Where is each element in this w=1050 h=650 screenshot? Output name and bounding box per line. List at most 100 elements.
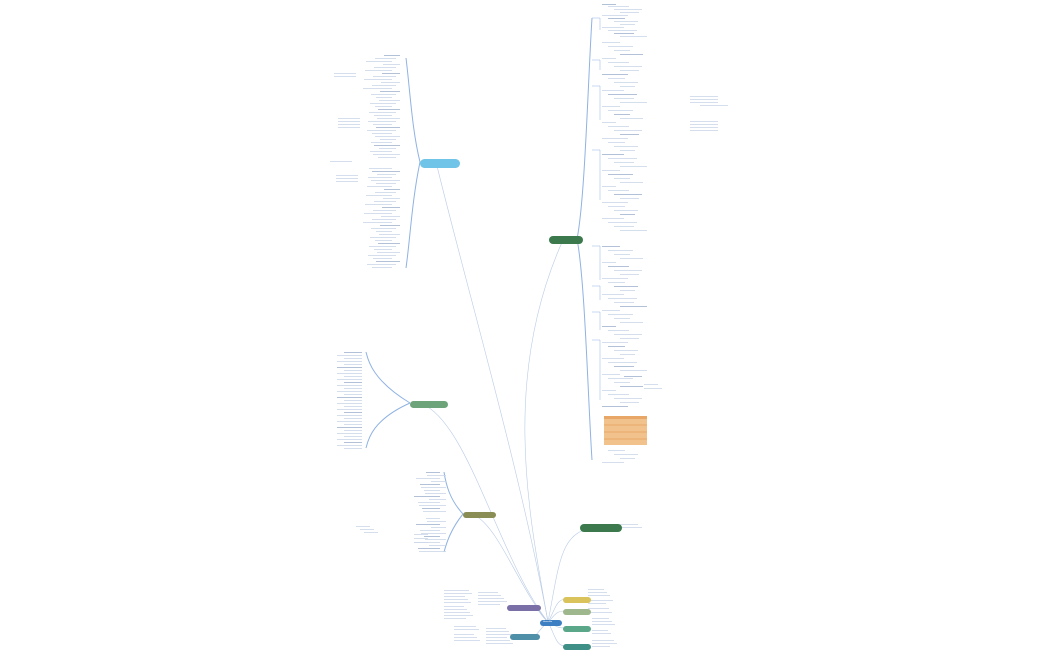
olive-upper-spine <box>443 471 464 515</box>
top-left-leaf-line <box>373 210 396 211</box>
branch-node-purple[interactable] <box>507 605 541 611</box>
mid-left-leaf-line <box>337 379 362 380</box>
top-left-leaf-line <box>364 213 392 214</box>
branch-node-olive[interactable] <box>463 512 496 518</box>
top-right-leaf-line <box>614 334 642 335</box>
orange-summary-table <box>604 416 647 445</box>
top-left-leaf-line <box>365 204 392 205</box>
branch-node-top-right[interactable] <box>549 236 583 244</box>
branch-spines <box>365 17 601 553</box>
top-right-leaf-line <box>620 290 635 291</box>
top-right-sub-spine <box>592 339 601 400</box>
purple-leaf-line <box>444 612 470 613</box>
olive-leaf-line <box>429 499 446 500</box>
top-left-leaf-line <box>363 88 392 89</box>
olive-lower-spine <box>443 513 464 553</box>
branch-node-teal[interactable] <box>563 644 591 650</box>
branch-node-green-long[interactable] <box>580 524 622 532</box>
mid-left-leaf-line <box>344 370 362 371</box>
top-left-leaf-line <box>374 115 392 116</box>
top-right-leaf-line <box>608 94 637 95</box>
top-left-leaf-line <box>384 55 400 56</box>
olive-leaf-line <box>426 472 440 473</box>
top-right-leaf-line <box>614 318 630 319</box>
top-right-leaf-line <box>620 274 639 275</box>
top-left-leaf-line <box>377 174 396 175</box>
top-left-leaf-line <box>369 112 396 113</box>
top-right-leaf-line <box>608 6 629 7</box>
branch-node-mid-left[interactable] <box>410 401 448 408</box>
branch-node-sea[interactable] <box>563 626 591 632</box>
top-left-leaf-line <box>379 148 396 149</box>
olive-leaf-line <box>416 524 440 525</box>
top-right-leaf-line <box>602 390 616 391</box>
mid-left-leaf-line <box>344 436 362 437</box>
top-left-leaf-line <box>372 267 392 268</box>
mid-left-leaf-line <box>337 385 362 386</box>
mid-left-leaf-line <box>344 418 362 419</box>
top-left-leaf-line <box>376 231 392 232</box>
purple-leaf-line <box>478 598 504 599</box>
top-left-leaf-line <box>366 61 392 62</box>
right-small-leaf-line <box>588 603 606 604</box>
mid-left-leaf-line <box>337 397 362 398</box>
top-left-leaf-line <box>375 58 396 59</box>
table-row-stripe <box>604 424 647 426</box>
branch-node-yellow[interactable] <box>563 597 591 603</box>
steel-leaf-line <box>486 643 513 644</box>
olive-leaf-line <box>424 536 440 537</box>
mid-left-leaf-line <box>344 358 362 359</box>
leaf-text-lines <box>330 4 728 647</box>
top-left-leaf-line <box>375 136 400 137</box>
right-small-leaf-line <box>592 640 614 641</box>
top-left-far-leaf-line <box>334 76 356 77</box>
purple-leaf-line <box>444 599 468 600</box>
top-left-leaf-line <box>374 249 392 250</box>
purple-leaf-line <box>444 609 467 610</box>
top-right-leaf-line <box>614 210 638 211</box>
olive-leaf-line <box>425 539 446 540</box>
top-left-leaf-line <box>377 252 400 253</box>
top-left-leaf-line <box>368 177 392 178</box>
steel-leaf-line <box>454 629 479 630</box>
olive-leaf-line <box>427 521 446 522</box>
branch-node-top-left[interactable] <box>420 159 460 168</box>
central-topic-label: Hemofilia <box>543 621 553 623</box>
branch-node-steel[interactable] <box>510 634 540 640</box>
right-small-leaf-line <box>592 643 617 644</box>
top-right-leaf-line <box>608 362 637 363</box>
top-left-far-leaf-line <box>334 73 356 74</box>
branch-node-sage[interactable] <box>563 609 591 615</box>
top-right-leaf-line <box>608 158 637 159</box>
top-right-leaf-line <box>608 78 625 79</box>
top-left-leaf-line <box>363 222 392 223</box>
top-left-leaf-line <box>370 151 392 152</box>
top-left-leaf-line <box>371 94 396 95</box>
central-topic-node[interactable]: Hemofilia <box>540 620 562 626</box>
top-left-leaf-line <box>369 246 396 247</box>
top-left-leaf-line <box>380 91 400 92</box>
olive-far-leaf-line <box>364 532 378 533</box>
table-row-stripe <box>604 431 647 433</box>
right-small-leaf-line <box>592 624 615 625</box>
top-right-leaf-line <box>620 166 647 167</box>
top-right-leaf-line <box>620 230 647 231</box>
top-right-leaf-line <box>602 42 620 43</box>
top-left-leaf-line <box>373 76 396 77</box>
mid-left-leaf-line <box>344 406 362 407</box>
top-left-leaf-line <box>373 258 392 259</box>
top-right-sub-spine <box>592 149 601 200</box>
mid-left-leaf-line <box>344 388 362 389</box>
top-right-leaf-line <box>602 202 628 203</box>
mid-left-upper-spine <box>365 351 411 404</box>
right-small-leaf-line <box>592 621 612 622</box>
top-right-leaf-line <box>602 90 624 91</box>
purple-leaf-line <box>478 604 500 605</box>
top-right-leaf-line <box>608 18 625 19</box>
top-right-leaf-line <box>602 342 628 343</box>
top-right-leaf-line <box>602 278 628 279</box>
top-right-leaf-line <box>602 15 628 16</box>
purple-leaf-line <box>444 602 471 603</box>
right-small-leaf-line <box>592 618 609 619</box>
